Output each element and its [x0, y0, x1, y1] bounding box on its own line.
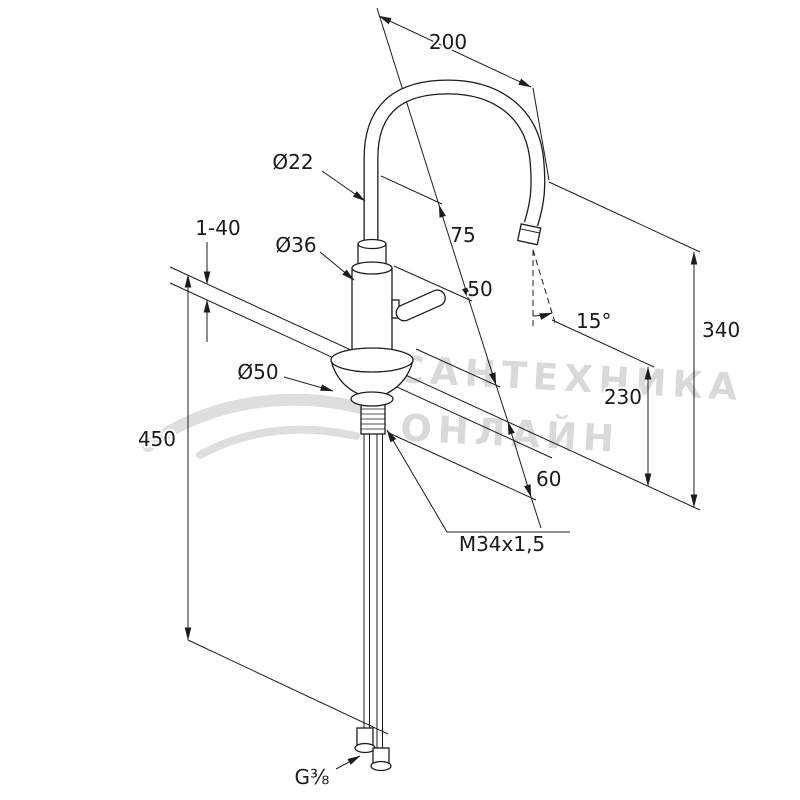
dim-label-75: 75: [450, 223, 475, 247]
dim-label-outlet-angle: 15°: [576, 309, 611, 333]
aerator-tip: [516, 223, 542, 246]
dim-label-spout-diameter: Ø22: [272, 150, 313, 174]
faucet: [330, 79, 546, 772]
dimension-labels: 200 Ø22 75 50 1-40 Ø36 Ø50 450 340 230 6…: [136, 28, 742, 791]
dim-line-200: [378, 15, 532, 88]
chain-line-top: [376, 7, 440, 206]
dim-label-base-diameter: Ø50: [237, 360, 278, 384]
dim-label-spout-height: 340: [702, 318, 740, 342]
dimension-lines: [184, 7, 698, 641]
deck-top-line: [169, 266, 701, 511]
watermark-swoosh-icon: [196, 425, 360, 459]
spout-plane-extension: [380, 175, 443, 205]
dim-label-spout-reach: 200: [429, 30, 467, 54]
extension-lines: [169, 87, 701, 735]
height-top-extension: [548, 181, 701, 253]
hose-end-extension: [187, 639, 389, 735]
outlet-angle-construction: [532, 249, 557, 330]
outlet-height-extension: [551, 319, 655, 368]
dim-label-60: 60: [536, 467, 561, 491]
leader-shank-thread: [386, 429, 570, 533]
leader-hose-connection: [335, 755, 361, 770]
chain-line-bottom: [530, 496, 542, 529]
base-escutcheon: [330, 347, 414, 407]
dim-label-mounting-thickness: 1-40: [195, 216, 240, 240]
dim-label-50: 50: [467, 277, 492, 301]
chain-line-mid: [495, 384, 509, 423]
reach-right-extension: [532, 87, 550, 181]
water-stream-dashed-line: [532, 249, 557, 327]
leader-spout-diameter: [321, 170, 366, 202]
dim-line-75: [438, 204, 470, 301]
dim-label-hose-length: 450: [138, 427, 176, 451]
dim-label-outlet-height: 230: [604, 385, 642, 409]
leader-body-diameter: [319, 251, 355, 281]
faucet-body: [351, 238, 393, 357]
hose-connector-right: [370, 747, 392, 772]
spout-tube: [363, 79, 546, 252]
angle-arc: [532, 312, 553, 320]
lever-handle: [391, 289, 446, 322]
dim-label-body-diameter: Ø36: [275, 233, 316, 257]
supply-hoses: [363, 434, 383, 748]
threaded-shank: [360, 403, 386, 435]
base-plane-extension: [415, 348, 501, 388]
dim-line-60: [507, 421, 532, 498]
hose-connector-left: [354, 727, 376, 754]
leader-lines: [283, 170, 570, 770]
watermark-swoosh-icon: [142, 393, 374, 452]
leader-base-diameter: [283, 376, 334, 392]
dim-label-hose-connection: G⅜: [295, 765, 330, 789]
dim-label-shank-thread: M34x1,5: [459, 532, 545, 556]
watermark-text-line1: САНТЕХНИКА: [396, 348, 744, 409]
dim-line-50: [468, 299, 497, 386]
